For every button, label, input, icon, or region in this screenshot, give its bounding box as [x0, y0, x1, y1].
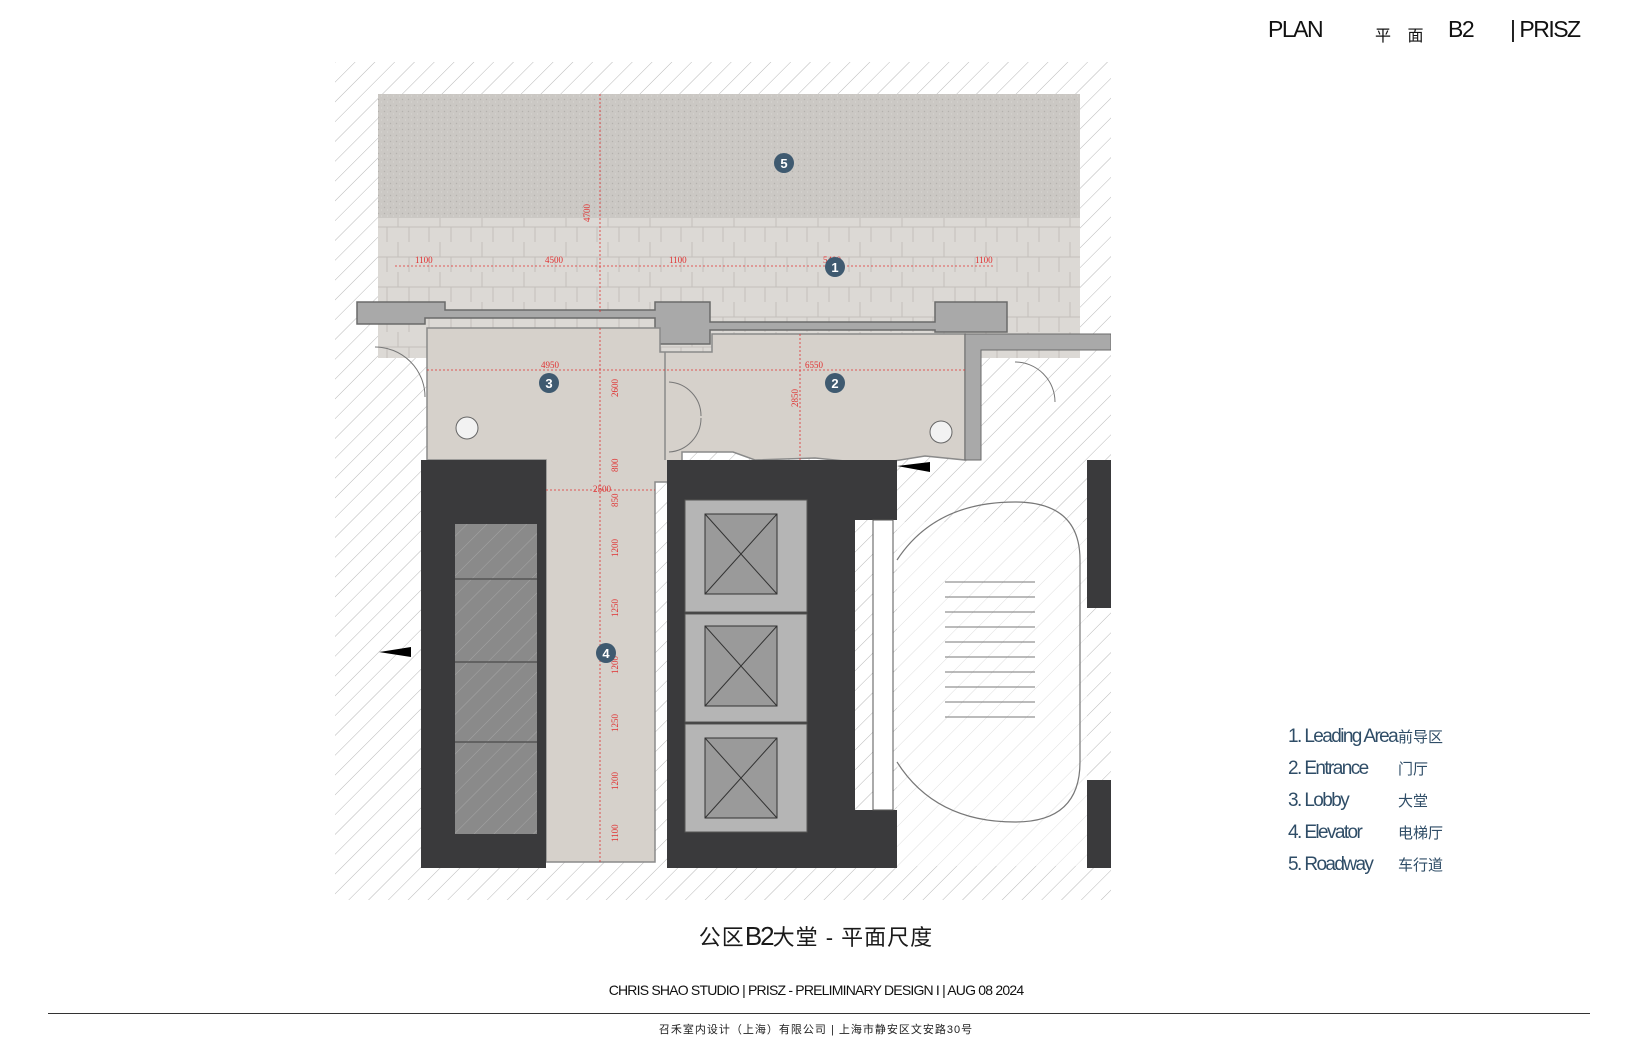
legend-cn: 车行道	[1398, 857, 1444, 874]
caption-prefix: 公区	[698, 925, 745, 950]
legend-en: 2. Entrance	[1288, 758, 1369, 779]
dimension-label: 1200	[610, 656, 620, 675]
dimension-label: 1200	[610, 539, 620, 558]
header-level: B2	[1448, 16, 1475, 42]
elevator-cars	[684, 499, 808, 833]
dimension-label: 4950	[541, 360, 560, 370]
drawing-caption: 公区B2大堂 - 平面尺度	[0, 920, 1632, 952]
footer-divider	[48, 1013, 1590, 1014]
dimension-label: 1250	[610, 714, 620, 733]
dimension-label: 6550	[805, 360, 824, 370]
dimension-label: 1100	[975, 255, 993, 265]
legend-cn: 前导区	[1398, 729, 1444, 746]
header-brand: | PRISZ	[1510, 16, 1581, 42]
marker-entrance: 2	[831, 376, 838, 391]
caption-suffix: 大堂 - 平面尺度	[772, 925, 934, 950]
marker-elevator: 4	[602, 646, 610, 661]
roadway-area	[378, 94, 1080, 218]
marker-roadway: 5	[780, 156, 787, 171]
right-edge-wall-b	[1087, 780, 1111, 868]
lobby-floor	[426, 327, 966, 863]
dimension-label: 1200	[610, 772, 620, 791]
right-edge-wall-a	[1087, 460, 1111, 608]
upper-wall	[356, 301, 1008, 345]
floor-plan: 4700 1100 4500 1100 5400 1100 4950 6550 …	[335, 62, 1111, 900]
legend-en: 1. Leading Area	[1288, 726, 1399, 747]
legend-cn: 电梯厅	[1398, 825, 1444, 842]
footer-company-line: 召禾室内设计（上海）有限公司 | 上海市静安区文安路30号	[658, 1024, 974, 1036]
dimension-label: 1100	[669, 255, 687, 265]
legend-en: 3. Lobby	[1288, 790, 1350, 811]
dimension-label: 4500	[545, 255, 564, 265]
dimension-label: 2850	[790, 389, 800, 408]
dimension-label: 1250	[610, 599, 620, 618]
footer-studio-line: CHRIS SHAO STUDIO | PRISZ - PRELIMINARY …	[608, 982, 1024, 998]
caption-level: B2	[744, 921, 775, 951]
legend-en: 5. Roadway	[1288, 854, 1374, 875]
dimension-label: 1100	[610, 824, 620, 842]
dimension-label: 800	[610, 458, 620, 472]
marker-leading-area: 1	[831, 260, 838, 275]
legend-en: 4. Elevator	[1288, 822, 1363, 843]
legend-cn: 门厅	[1398, 761, 1429, 778]
legend-cn: 大堂	[1398, 793, 1429, 810]
dimension-label: 4700	[582, 204, 592, 223]
dimension-label: 2500	[593, 484, 612, 494]
dimension-label: 2600	[610, 379, 620, 398]
header-plan-cn: 平 面	[1375, 28, 1430, 45]
dimension-label: 850	[610, 493, 620, 507]
dimension-label: 1100	[415, 255, 433, 265]
header-plan-label: PLAN	[1268, 16, 1324, 42]
marker-lobby: 3	[545, 376, 552, 391]
